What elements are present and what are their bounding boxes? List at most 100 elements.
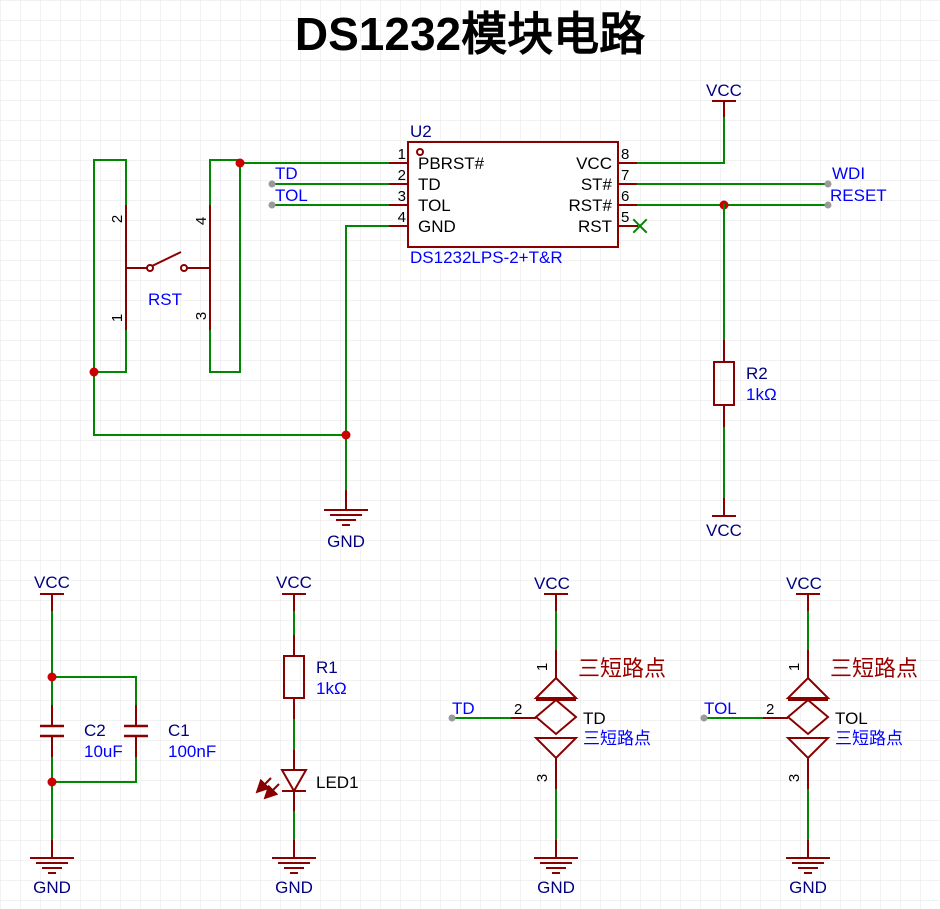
c1-designator: C1 [168, 721, 190, 740]
vcc-symbol: VCC [706, 498, 742, 540]
vcc-label: VCC [786, 574, 822, 593]
jumper-pin-number-3: 3 [534, 774, 551, 782]
rst-switch: 2 1 4 3 RST [93, 159, 241, 373]
no-connect-marker [632, 218, 648, 234]
u2-pin-name-td: TD [418, 175, 441, 194]
switch-lever [151, 251, 182, 267]
u2-body [407, 141, 619, 248]
u2-pin-name-pbrst: PBRST# [418, 154, 485, 173]
jumper-pin-number-2: 2 [514, 701, 522, 718]
led-emission-arrow [255, 777, 272, 794]
jumper-pin-number-1: 1 [534, 663, 551, 671]
switch-contact-terminal-left [146, 264, 154, 272]
net-label-tol: TOL [704, 699, 737, 718]
gnd-label: GND [537, 878, 575, 897]
u2-pin-number-4: 4 [398, 209, 406, 226]
c2-designator: C2 [84, 721, 106, 740]
jumper-name: 三短路点 [578, 656, 666, 681]
led-triangle [280, 769, 308, 794]
jumper-pad-bottom [533, 737, 579, 760]
net-port-reset [824, 201, 832, 209]
c2-plates [40, 724, 64, 738]
wire-vcc [637, 117, 725, 164]
gnd-symbol-lines [786, 840, 830, 874]
gnd-label: GND [275, 878, 313, 897]
u2-pin-number-5: 5 [621, 209, 629, 226]
r1-designator: R1 [316, 658, 338, 677]
u2-ds1232: U2 DS1232LPS-2+T&R 1 2 3 4 8 7 6 5 PBRST… [388, 122, 648, 267]
vcc-symbol: VCC [706, 81, 742, 118]
r2-resistor: R2 1kΩ [713, 204, 777, 499]
jumper-designator: TD [583, 709, 606, 728]
u2-pin-name-st: ST# [581, 175, 613, 194]
net-label-td: TD [452, 699, 475, 718]
jumper-td: VCC TD 2 1 3 三短路点 TD 三短路点 GND [448, 574, 666, 897]
gnd-label: GND [789, 878, 827, 897]
c1-value: 100nF [168, 742, 216, 761]
jumper-tol: VCC TOL 2 1 3 三短路点 TOL 三短路点 GND [700, 574, 918, 897]
net-port-td [268, 180, 276, 188]
jumper-pin-number-3: 3 [786, 774, 803, 782]
u2-pin-number-1: 1 [398, 146, 406, 163]
junction-dot [235, 158, 245, 168]
jumper-designator: TOL [835, 709, 868, 728]
switch-pin-number-2: 2 [109, 215, 126, 223]
vcc-symbol-lines [712, 498, 736, 517]
jumper-name: 三短路点 [830, 656, 918, 681]
gnd-symbol-lines [324, 490, 368, 526]
jumper-pad-bottom [785, 737, 831, 760]
u2-pin-name-gnd: GND [418, 217, 456, 236]
jumper-pin-number-2: 2 [766, 701, 774, 718]
c2-value: 10uF [84, 742, 123, 761]
switch-pin-number-1: 1 [109, 314, 126, 322]
net-label-wdi: WDI [832, 164, 865, 183]
u2-pin-name-rst-n: RST# [569, 196, 613, 215]
vcc-symbol-lines [282, 593, 306, 612]
vcc-label: VCC [534, 574, 570, 593]
switch-pin-number-4: 4 [193, 217, 210, 225]
u2-pin-number-2: 2 [398, 167, 406, 184]
r2-value: 1kΩ [746, 385, 777, 404]
u2-pin-lines [388, 162, 638, 227]
jumper-value: 三短路点 [835, 729, 903, 748]
vcc-symbol-lines [40, 593, 64, 612]
jumper-pad-middle [534, 698, 578, 736]
u2-part-number: DS1232LPS-2+T&R [410, 248, 563, 267]
vcc-label: VCC [34, 573, 70, 592]
r1-body [283, 655, 305, 699]
vcc-label: VCC [706, 81, 742, 100]
net-port-tol [268, 201, 276, 209]
cap-wire-bottom [51, 757, 137, 841]
u2-pin-number-7: 7 [621, 167, 629, 184]
wire-gnd [345, 225, 389, 491]
switch-left-loop-wire [93, 159, 127, 373]
r2-body [713, 361, 735, 406]
gnd-symbol-lines [534, 840, 578, 874]
vcc-symbol-lines [544, 593, 568, 612]
u2-pin-number-3: 3 [398, 188, 406, 205]
jumper-value: 三短路点 [583, 729, 651, 748]
gnd-label: GND [33, 878, 71, 897]
page-title: DS1232模块电路 [295, 8, 646, 60]
net-label-reset: RESET [830, 186, 887, 205]
junction-dot [89, 367, 99, 377]
switch-pin-number-3: 3 [193, 312, 210, 320]
u2-pin-number-6: 6 [621, 188, 629, 205]
r1-value: 1kΩ [316, 679, 347, 698]
r2-designator: R2 [746, 364, 768, 383]
jumper-pad-top [785, 676, 831, 699]
vcc-label: VCC [706, 521, 742, 540]
u2-pin-name-rst: RST [578, 217, 612, 236]
net-port-td [448, 714, 456, 722]
c1-plates [124, 724, 148, 738]
cap-wire-top [51, 611, 137, 706]
led1-designator: LED1 [316, 773, 359, 792]
capacitor-section: VCC C2 10uF C1 100nF GND [30, 573, 216, 897]
led-section: VCC R1 1kΩ LED1 GND [255, 573, 359, 897]
net-port-tol [700, 714, 708, 722]
vcc-symbol-lines [796, 593, 820, 612]
net-port-wdi [824, 180, 832, 188]
gnd-symbol: GND [324, 490, 368, 551]
u2-pin-name-vcc: VCC [576, 154, 612, 173]
